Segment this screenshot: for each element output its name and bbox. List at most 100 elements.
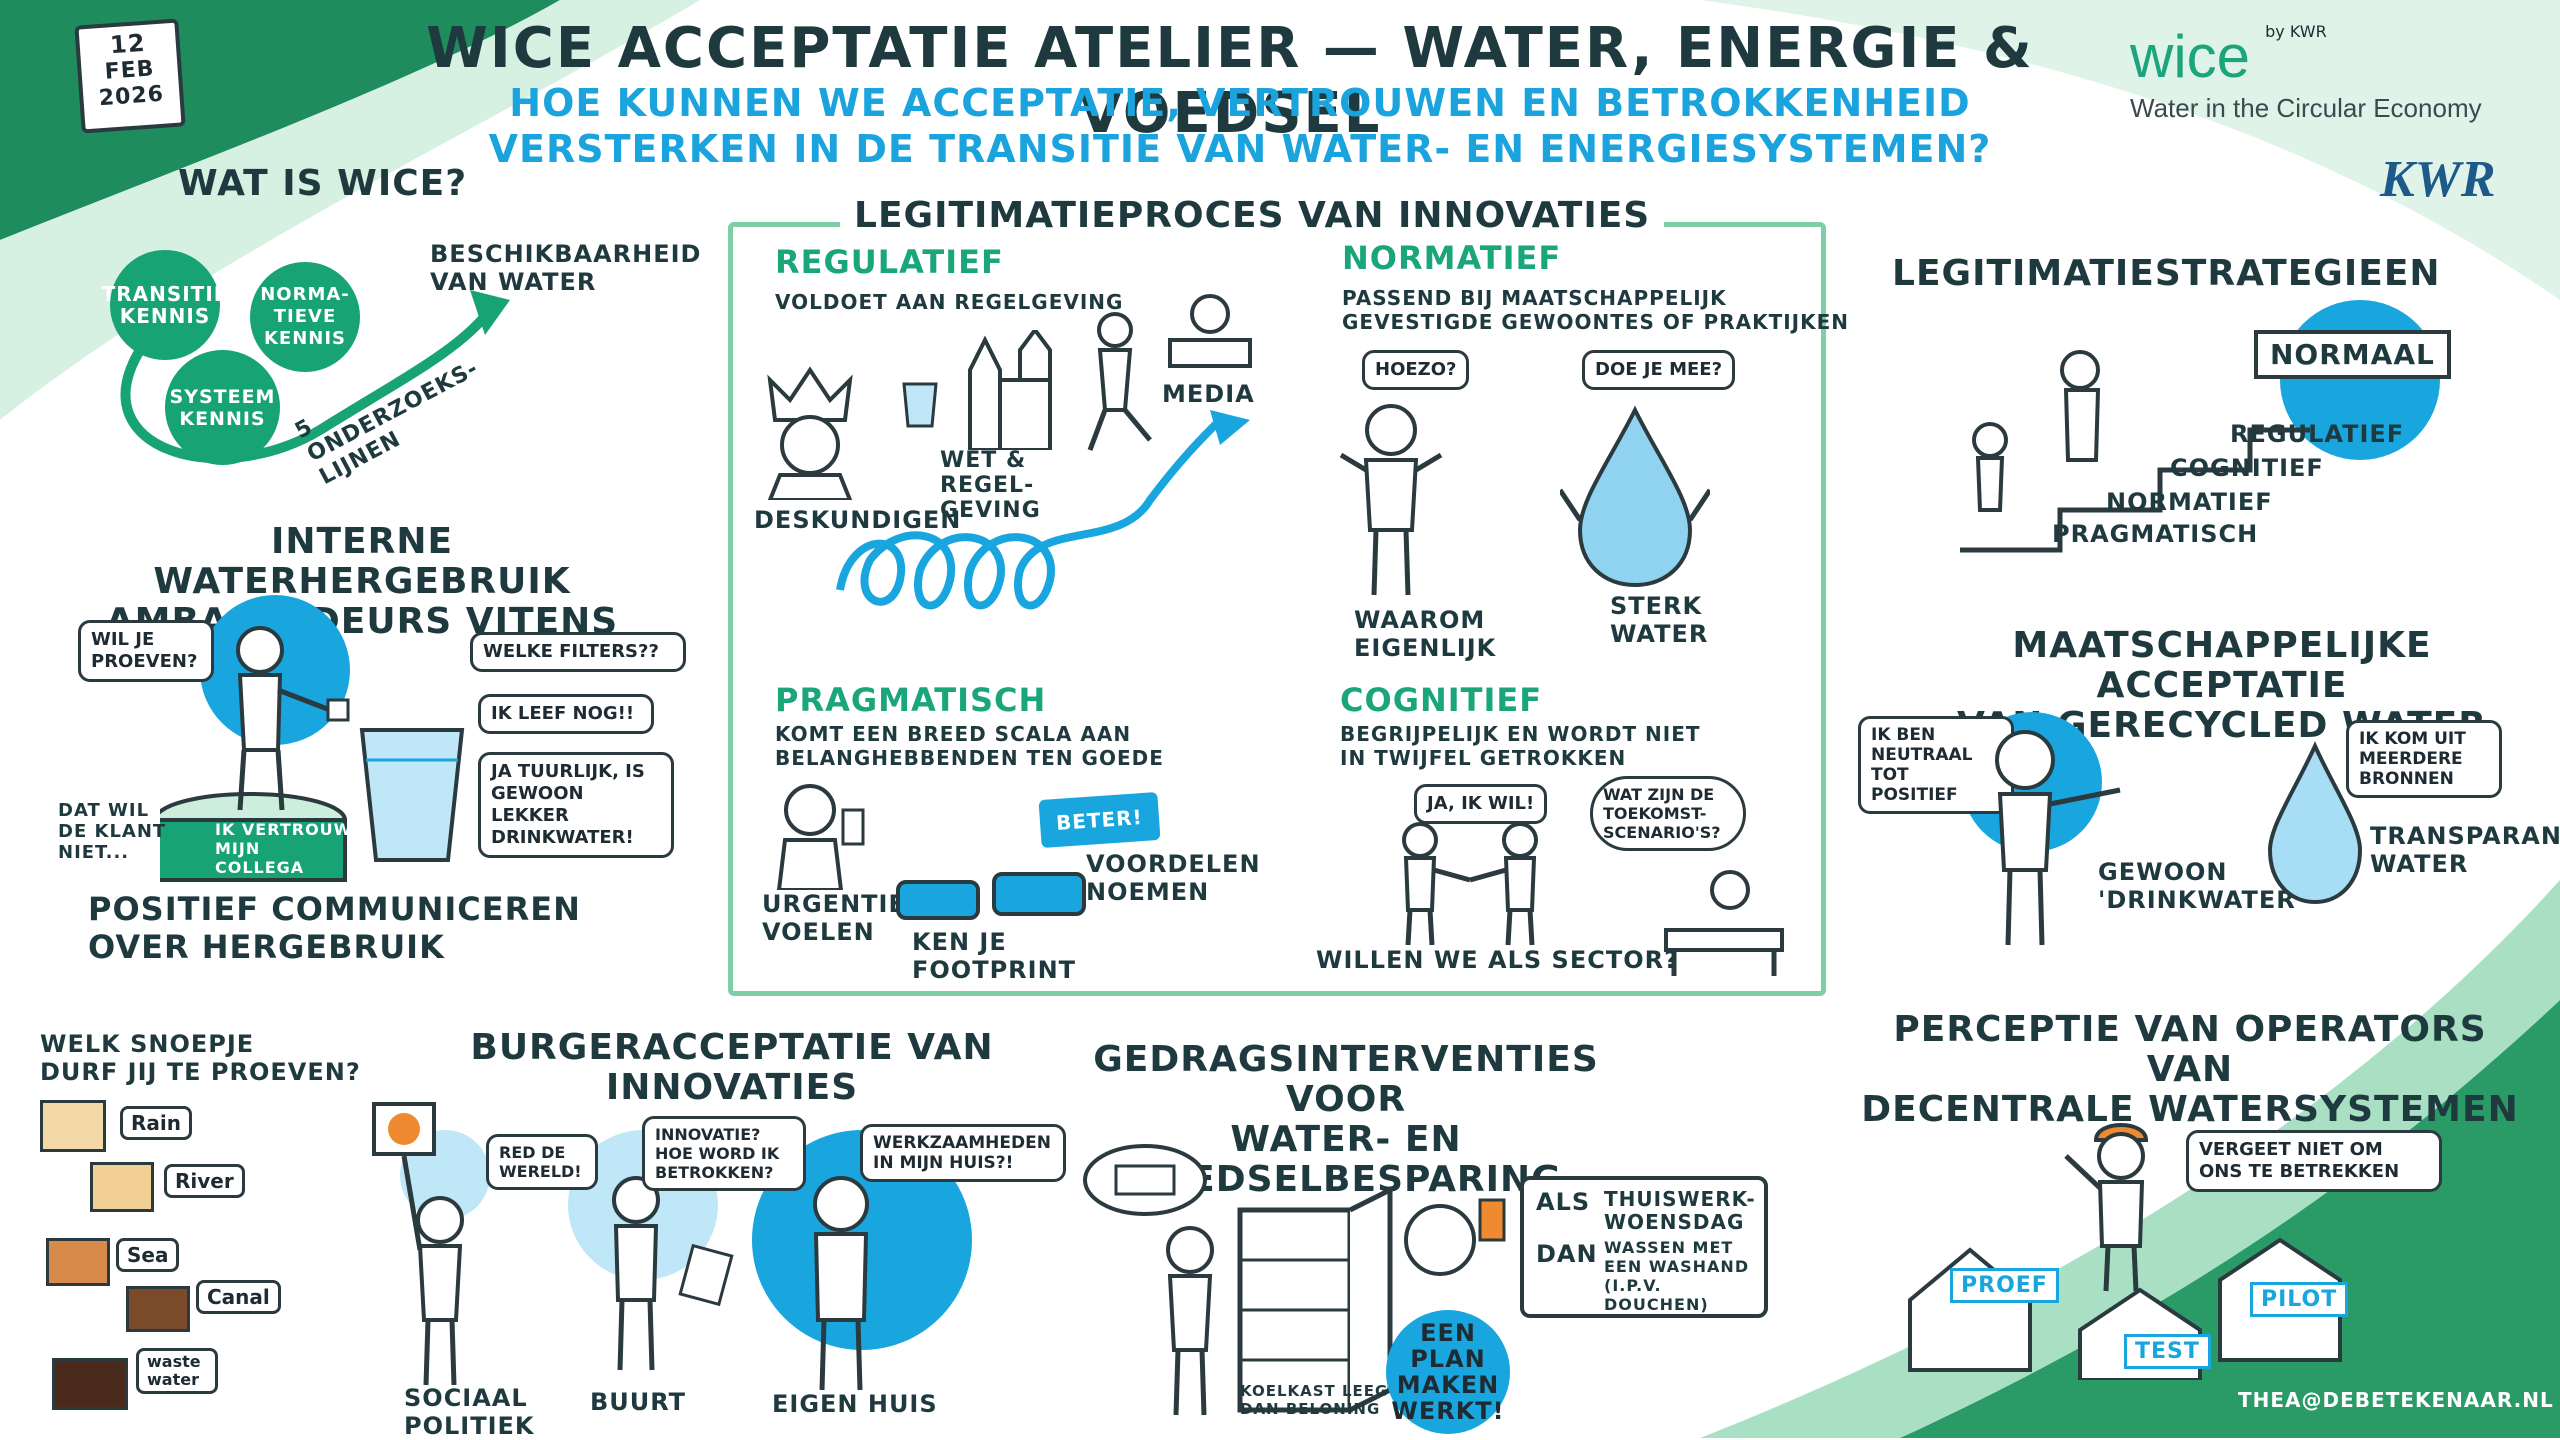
gewoon-label: Gewoon 'drinkwater' [2098, 858, 2305, 914]
buurt-label: Buurt [590, 1388, 687, 1416]
open-fridge-figure [1166, 1185, 1393, 1416]
wet-label: Wet & regel- geving [940, 448, 1041, 523]
systeem-kennis-circle: Systeem kennis [165, 350, 280, 465]
rain-candy-icon [40, 1100, 106, 1152]
ja-ik-wil-bubble: Ja, ik wil! [1414, 784, 1548, 824]
normatieve-kennis-circle: Norma- tieve kennis [250, 262, 360, 372]
waste-water-candy-icon [52, 1358, 128, 1410]
strategie-step: Normatief [2106, 488, 2273, 516]
meerdere-text: Ik kom uit meerdere bronnen [2359, 729, 2466, 789]
red-de-text: Red de wereld! [499, 1143, 582, 1181]
pilot-sign: Pilot [2250, 1282, 2349, 1317]
church-building-icon [968, 330, 1052, 450]
sociaal-label: Sociaal politiek [404, 1384, 535, 1440]
ik-leef-nog-bubble: Ik leef nog!! [478, 694, 654, 734]
water-glass-icon [359, 728, 465, 862]
ja-tuurlijk-text: Ja tuurlijk, is gewoon lekker drinkwater… [491, 761, 645, 848]
page-title: WiCE Acceptatie Atelier — Water, Energie… [426, 16, 2034, 146]
canal-candy-icon [126, 1286, 190, 1332]
normatief-desc-line1: Passend bij maatschappelijk [1342, 286, 1727, 310]
pragmatisch-heading: Pragmatisch [775, 681, 1047, 719]
als-label: Als [1536, 1188, 1591, 1216]
positief-line1: Positief communiceren [88, 890, 581, 928]
gedrag-heading-line2: water- en [1230, 1119, 1462, 1160]
snoepje-item: Sea [116, 1238, 180, 1272]
snoepje-item: waste water [136, 1348, 218, 1394]
gedrag-heading: Gedragsinterventies voor water- en voeds… [1066, 1040, 1626, 1200]
burger-heading: Burgeracceptatie van innovaties [462, 1028, 1002, 1108]
pragmatisch-desc: Komt een breed scala aan belanghebbenden… [775, 722, 1164, 770]
email-credit[interactable]: thea@debetekenaar.nl [2238, 1388, 2554, 1412]
happy-person-figure [1404, 1198, 1506, 1276]
legitimatie-heading: Legitimatieproces van innovaties [840, 196, 1665, 236]
neighbor-figure [612, 1176, 734, 1371]
wice-logo-by: by KWR [2265, 22, 2327, 41]
stairs-figure [1960, 350, 2310, 553]
urgentie-label: Urgentie voelen [762, 890, 906, 946]
wice-logo: wice by KWR Water in the Circular Econom… [2130, 22, 2550, 152]
wil-je-proeven-text: Wil je proeven? [91, 629, 198, 672]
dan-label: Dan [1536, 1240, 1598, 1268]
voordelen-label: Voordelen noemen [1086, 850, 1261, 906]
regulatief-desc: Voldoet aan regelgeving [775, 290, 1124, 314]
werkzaamheden-text: Werkzaamheden in mijn huis?! [873, 1133, 1051, 1173]
snoepje-item: Rain [120, 1106, 192, 1140]
strategieen-heading: Legitimatiestrategieen [1892, 253, 2441, 294]
gedrag-heading-line1: Gedragsinterventies voor [1093, 1039, 1599, 1120]
deskundigen-label: Deskundigen [754, 506, 962, 534]
strategie-step: Cognitief [2170, 454, 2324, 482]
date-year: 2026 [98, 81, 165, 112]
subtitle-line1: Hoe kunnen we acceptatie, vertrouwen en … [509, 81, 1971, 125]
regulatief-heading: Regulatief [775, 243, 1004, 281]
cognitief-desc-line2: in twijfel getrokken [1340, 746, 1627, 770]
normatief-desc: Passend bij maatschappelijk gevestigde g… [1342, 286, 1849, 334]
person-on-bench-figure [1664, 870, 1784, 976]
wice-logo-text: wice [2130, 23, 2251, 90]
perceptie-heading-line1: Perceptie van operators van [1893, 1009, 2487, 1090]
ja-tuurlijk-bubble: Ja tuurlijk, is gewoon lekker drinkwater… [478, 752, 674, 858]
date-calendar: 12 FEB 2026 [74, 18, 186, 134]
thought-cloud-icon [1083, 1144, 1207, 1216]
vergeet-text: Vergeet niet om ons te betrekken [2199, 1139, 2400, 1182]
beter-badge: Beter! [1038, 791, 1161, 849]
eigen-huis-label: Eigen huis [772, 1390, 938, 1418]
deskundige-king-figure [767, 366, 853, 500]
transitie-kennis-circle: Transitie kennis [102, 250, 227, 360]
cognitief-desc-line1: Begrijpelijk en wordt niet [1340, 722, 1701, 746]
strategieen-blue-circle [2280, 300, 2440, 460]
ambassador-figure [160, 626, 350, 882]
wice-tagline: Water in the Circular Economy [2130, 93, 2482, 123]
pointing-person-figure [1995, 730, 2121, 946]
innovatie-text: Innovatie? Hoe word ik betrokken? [655, 1125, 780, 1182]
maatschappelijk-heading-line1: Maatschappelijke acceptatie [2012, 625, 2432, 706]
two-people-figure [1402, 822, 1538, 946]
dan-text: wassen met een washand (i.p.v. douchen) [1604, 1238, 1750, 1314]
transparent-water-drop [2267, 741, 2363, 905]
welke-filters-bubble: Welke filters?? [470, 632, 686, 672]
burger-heading-line2: innovaties [605, 1067, 859, 1108]
protester-figure [372, 1102, 464, 1386]
welke-filters-text: Welke filters?? [483, 641, 659, 662]
willen-we-label: Willen we als sector? [1316, 946, 1680, 974]
normatief-heading: Normatief [1342, 239, 1562, 277]
person-with-phone-figure [776, 784, 865, 890]
transitie-kennis-label: Transitie kennis [101, 282, 229, 328]
sterk-water-label: Sterk water [1610, 592, 1709, 648]
subtitle-line2: versterken in de transitie van water- en… [488, 127, 1992, 171]
pragmatisch-desc-line2: belanghebbenden ten goede [775, 746, 1164, 770]
koelkast-label: Koelkast leeg dan beloning [1240, 1382, 1389, 1418]
innovatie-bubble: Innovatie? Hoe word ik betrokken? [642, 1116, 806, 1191]
shrugging-person-figure [1339, 404, 1443, 596]
test-sign: Test [2124, 1334, 2211, 1369]
snoepje-line2: durf jij te proeven? [40, 1058, 361, 1086]
pragmatisch-desc-line1: Komt een breed scala aan [775, 722, 1132, 746]
neutraal-text: Ik ben neutraal tot positief [1871, 725, 1973, 805]
media-label: Media [1162, 380, 1255, 408]
strategie-step: Regulatief [2230, 420, 2405, 448]
interne-heading-line1: Interne waterhergebruik [153, 521, 571, 602]
snoepje-line1: Welk snoepje [40, 1030, 255, 1058]
positief-label: Positief communiceren over hergebruik [88, 890, 581, 966]
interne-heading: Interne waterhergebruik ambassadeurs Vit… [82, 522, 642, 642]
perceptie-heading-line2: decentrale watersystemen [1861, 1089, 2519, 1130]
burger-heading-line1: Burgeracceptatie van [470, 1027, 994, 1068]
